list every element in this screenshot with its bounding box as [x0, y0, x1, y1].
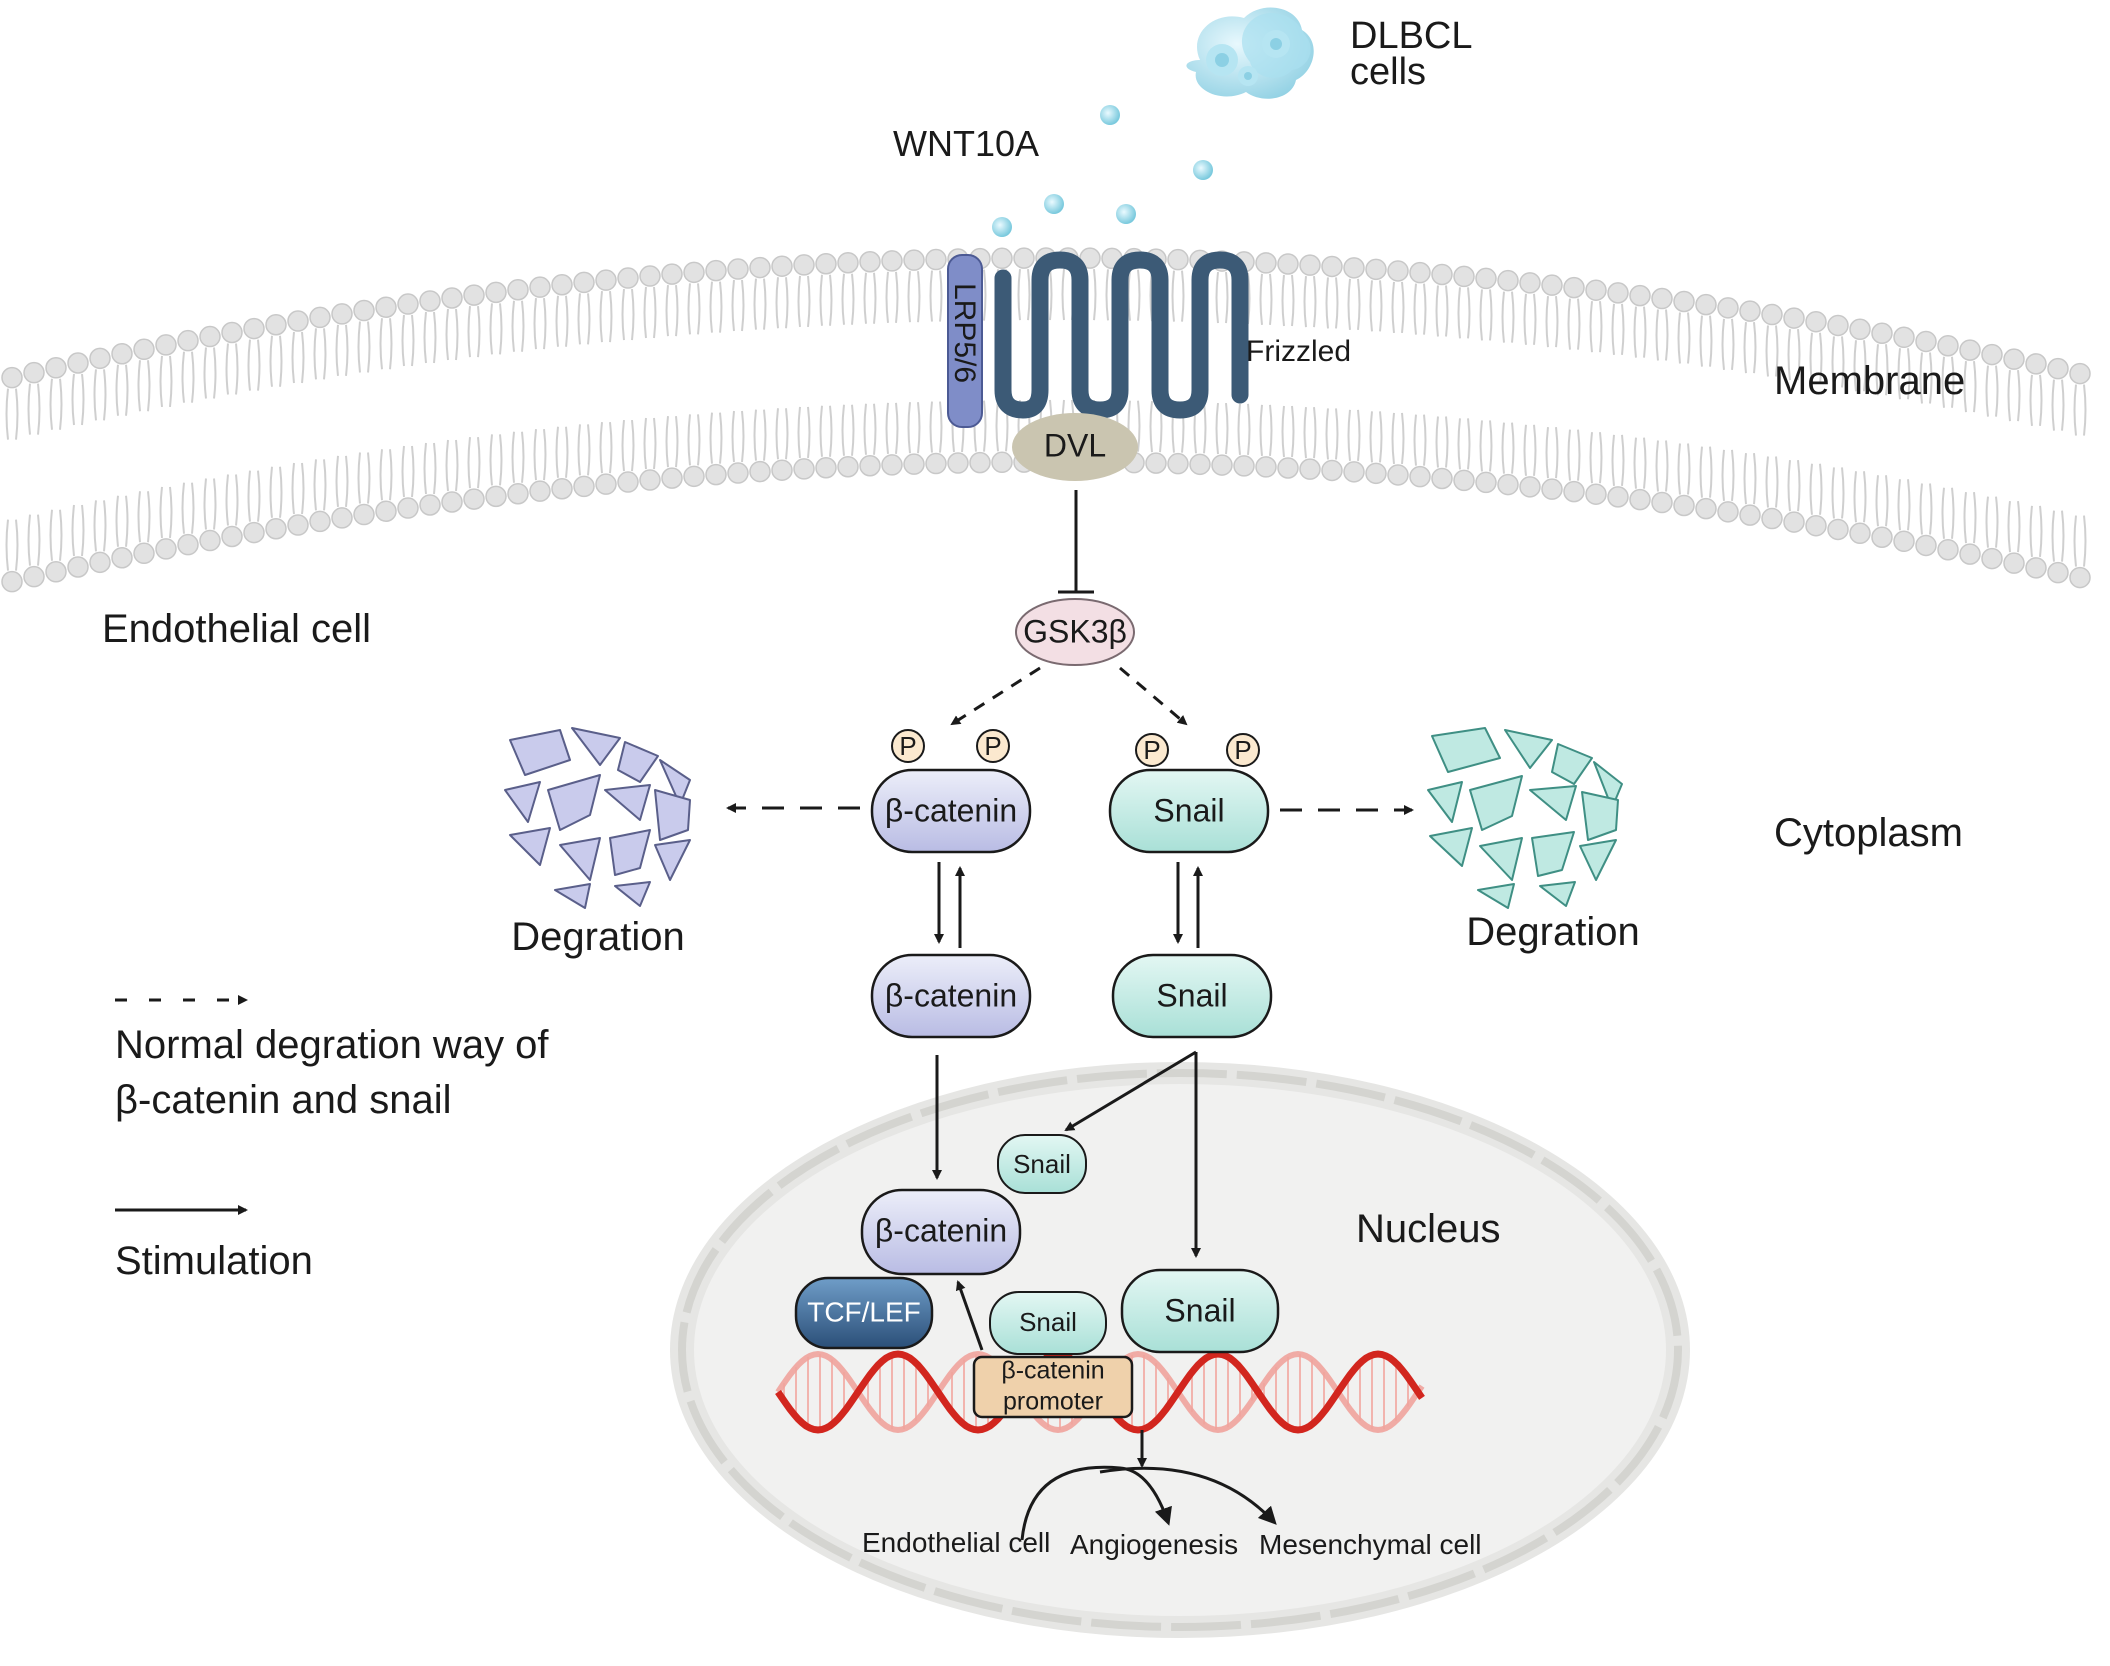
- promoter-to-beta-catenin-arrow: [955, 1280, 984, 1351]
- nuclear-snail-large: [1120, 1268, 1280, 1354]
- promoter-bound-snail-label: Snail: [1019, 1307, 1077, 1337]
- dlbcl-cells-label-line1: DLBCL: [1350, 15, 1473, 57]
- endothelial-to-angiogenesis-arrow: [1020, 1465, 1172, 1541]
- dlbcl-cells-icon: [1186, 7, 1314, 99]
- frizzled-receptor: [994, 251, 1249, 419]
- nuclear-snail-small: [997, 1134, 1087, 1194]
- beta-catenin-promoter: [972, 1355, 1134, 1419]
- beta-catenin-phosphorylated: [870, 768, 1032, 854]
- nuclear-snail-small-label: Snail: [1013, 1149, 1071, 1179]
- gsk3b-to-beta-catenin-arrow: [950, 666, 1041, 726]
- gsk3b-label: GSK3β: [1023, 613, 1127, 649]
- legend-dashed-caption-line2: β-catenin and snail: [115, 1078, 452, 1122]
- snail-free: [1111, 953, 1273, 1039]
- frizzled-label: Frizzled: [1246, 335, 1351, 368]
- snail-to-nucleus-small-arrow: [1064, 1050, 1197, 1132]
- beta-catenin-degraded-fragments-icon: [504, 727, 691, 909]
- outcome-angiogenesis-label: Angiogenesis: [1070, 1529, 1238, 1560]
- snail-degration-label: Degration: [1466, 910, 1639, 954]
- membrane-label: Membrane: [1774, 359, 1965, 403]
- wnt10a-label: WNT10A: [893, 123, 1039, 164]
- nuclear-snail-large-label: Snail: [1164, 1292, 1235, 1328]
- dvl-inhibits-gsk3b-line: [1058, 490, 1094, 594]
- promoter-label-line2: promoter: [1003, 1388, 1103, 1416]
- svg-text:P: P: [984, 731, 1001, 761]
- legend: Normal degration way of β-catenin and sn…: [115, 995, 549, 1283]
- endothelial-to-mesenchymal-arrow: [1099, 1466, 1277, 1525]
- phospho-group: P: [976, 729, 1010, 763]
- snail-phosphorylated: [1108, 768, 1270, 854]
- phospho-group: P: [891, 729, 925, 763]
- snail-degraded-fragments-icon: [1427, 727, 1623, 909]
- lrp5-6-receptor: LRP5/6: [947, 254, 983, 428]
- nuclear-beta-catenin: [860, 1188, 1022, 1276]
- svg-text:P: P: [1143, 735, 1160, 765]
- nuclear-beta-catenin-label: β-catenin: [875, 1212, 1007, 1248]
- beta-catenin-free: [870, 953, 1032, 1039]
- gsk3b-kinase: [1015, 598, 1135, 666]
- legend-solid-caption: Stimulation: [115, 1239, 313, 1283]
- snail-free-label: Snail: [1156, 977, 1227, 1013]
- tcf-lef-factor: [794, 1276, 934, 1350]
- endothelial-cell-label: Endothelial cell: [102, 607, 371, 651]
- nucleus-label: Nucleus: [1356, 1207, 1501, 1251]
- promoter-bound-snail: [989, 1291, 1107, 1355]
- svg-text:P: P: [1234, 735, 1251, 765]
- wnt10a-ligand-dots: [992, 105, 1213, 237]
- phospho-group: P: [1135, 733, 1169, 767]
- beta-catenin-free-label: β-catenin: [885, 977, 1017, 1013]
- beta-catenin-degration-label: Degration: [511, 915, 684, 959]
- cytoplasm-label: Cytoplasm: [1774, 811, 1963, 855]
- outcome-endothelial-cell-label: Endothelial cell: [862, 1527, 1050, 1558]
- beta-catenin-phosphorylated-label: β-catenin: [885, 792, 1017, 828]
- legend-dashed-caption-line1: Normal degration way of: [115, 1023, 549, 1067]
- gsk3b-to-snail-arrow: [1119, 666, 1188, 726]
- svg-text:P: P: [899, 731, 916, 761]
- tcf-lef-label: TCF/LEF: [807, 1296, 921, 1327]
- snail-phosphorylated-label: Snail: [1153, 792, 1224, 828]
- dvl-protein: [1012, 413, 1138, 481]
- dlbcl-cells-label-line2: cells: [1350, 51, 1426, 93]
- outcome-mesenchymal-cell-label: Mesenchymal cell: [1259, 1529, 1482, 1560]
- phospho-group: P: [1226, 733, 1260, 767]
- cell-membrane-bilayer: [1, 247, 2091, 593]
- lrp5-6-label: LRP5/6: [948, 283, 981, 383]
- dvl-label: DVL: [1044, 427, 1106, 463]
- promoter-label-line1: β-catenin: [1001, 1357, 1104, 1385]
